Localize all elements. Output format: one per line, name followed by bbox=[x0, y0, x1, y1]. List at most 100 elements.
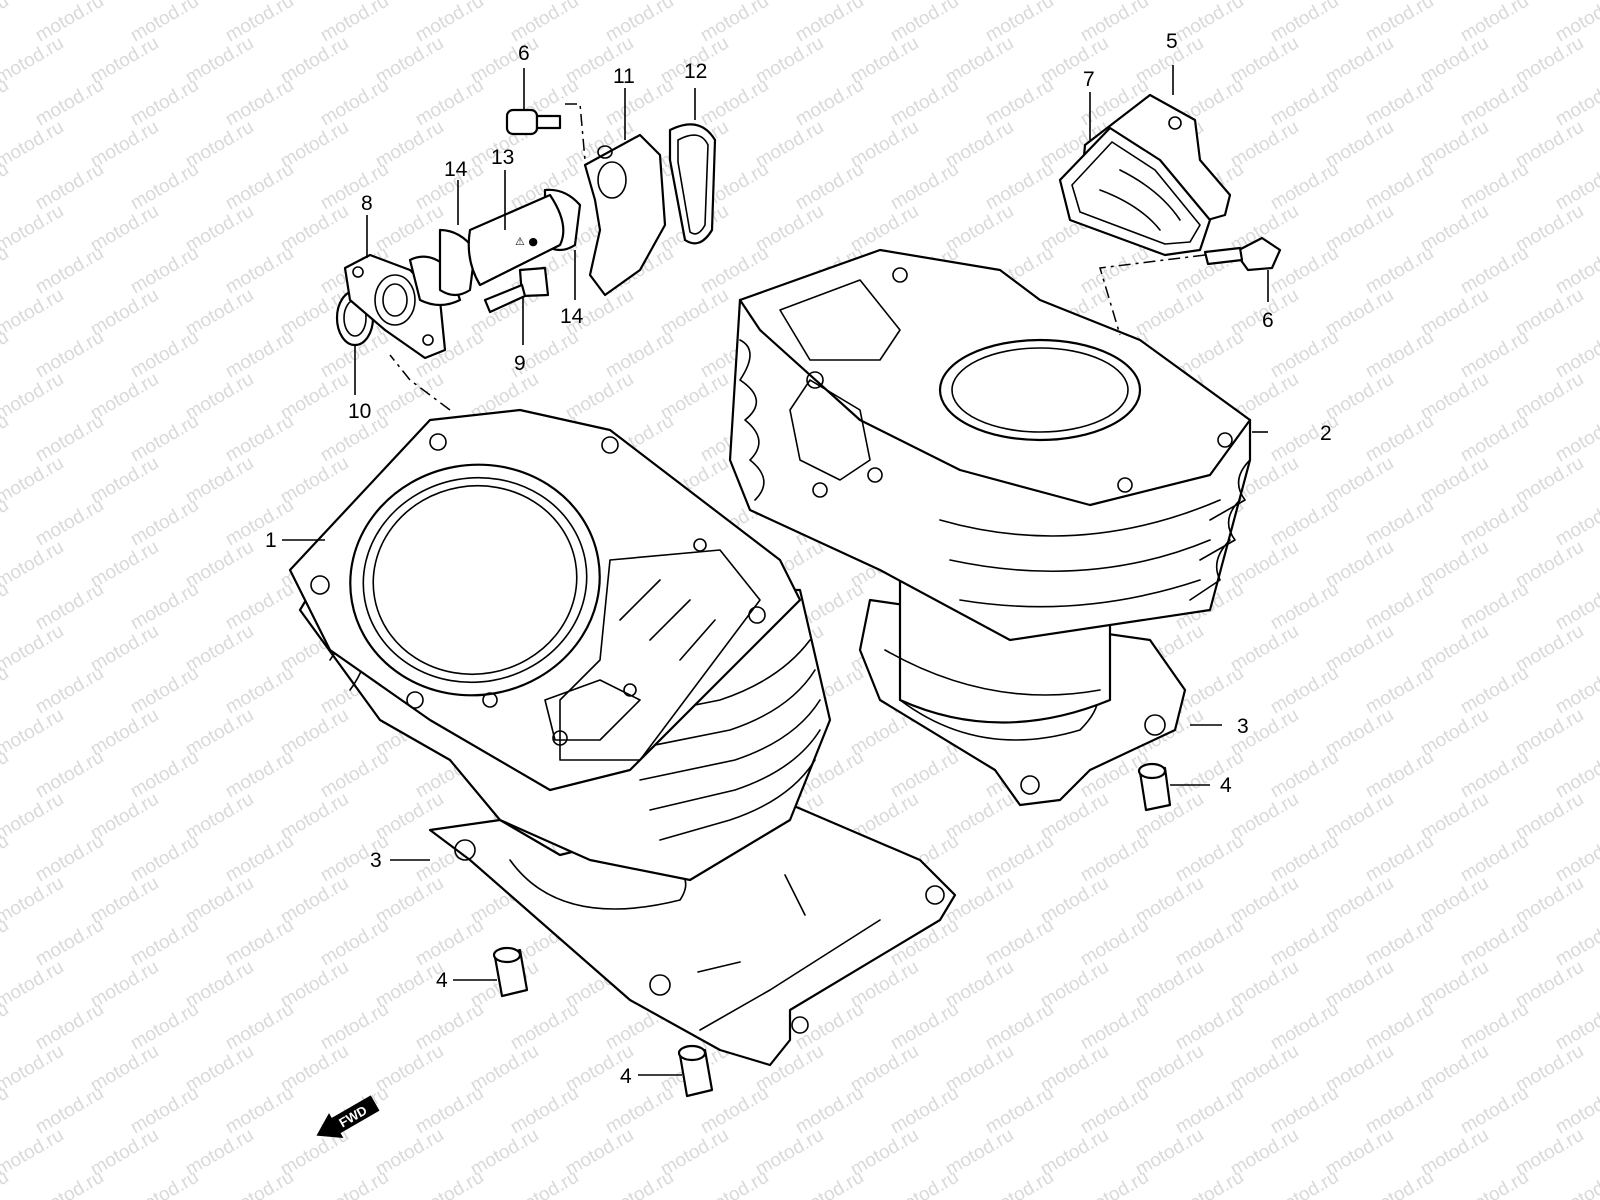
watermark-text: motod.ru bbox=[32, 747, 107, 803]
rear-cylinder bbox=[728, 248, 1252, 807]
callout-2: 2 bbox=[1320, 422, 1332, 445]
watermark-text: motod.ru bbox=[1457, 999, 1532, 1055]
watermark-text: motod.ru bbox=[1077, 999, 1152, 1055]
watermark-text: motod.ru bbox=[32, 579, 107, 635]
watermark-text: motod.ru bbox=[412, 1167, 487, 1200]
watermark-text: motod.ru bbox=[222, 663, 297, 719]
watermark-text: motod.ru bbox=[1172, 999, 1247, 1055]
watermark-text: motod.ru bbox=[127, 663, 202, 719]
watermark-text: motod.ru bbox=[887, 1083, 962, 1139]
watermark-text: motod.ru bbox=[0, 453, 67, 509]
watermark-text: motod.ru bbox=[1362, 75, 1437, 131]
watermark-text: motod.ru bbox=[792, 75, 867, 131]
watermark-text: motod.ru bbox=[222, 1083, 297, 1139]
watermark-text: motod.ru bbox=[887, 159, 962, 215]
watermark-text: motod.ru bbox=[1362, 1167, 1437, 1200]
watermark-text: motod.ru bbox=[1457, 747, 1532, 803]
watermark-text: motod.ru bbox=[127, 495, 202, 551]
watermark-text: motod.ru bbox=[1457, 579, 1532, 635]
watermark-text: motod.ru bbox=[1172, 1083, 1247, 1139]
watermark-text: motod.ru bbox=[1267, 579, 1342, 635]
watermark-text: motod.ru bbox=[1267, 495, 1342, 551]
watermark-text: motod.ru bbox=[222, 579, 297, 635]
watermark-text: motod.ru bbox=[0, 873, 67, 929]
watermark-text: motod.ru bbox=[697, 243, 772, 299]
watermark-text: motod.ru bbox=[317, 999, 392, 1055]
watermark-text: motod.ru bbox=[1457, 327, 1532, 383]
watermark-text: motod.ru bbox=[222, 327, 297, 383]
watermark-text: motod.ru bbox=[32, 831, 107, 887]
callout-5: 5 bbox=[1166, 30, 1178, 53]
watermark-text: motod.ru bbox=[792, 1083, 867, 1139]
watermark-text: motod.ru bbox=[32, 75, 107, 131]
watermark-text: motod.ru bbox=[602, 1083, 677, 1139]
watermark-text: motod.ru bbox=[0, 0, 12, 46]
callout-labels: 1 2 3 3 4 4 4 5 6 6 7 8 9 10 11 12 13 14… bbox=[265, 30, 1332, 1088]
front-cylinder bbox=[288, 408, 957, 1067]
callout-14-top: 14 bbox=[444, 158, 468, 181]
watermark-text: motod.ru bbox=[127, 327, 202, 383]
watermark-text: motod.ru bbox=[1267, 1167, 1342, 1200]
watermark-text: motod.ru bbox=[1267, 663, 1342, 719]
watermark-text: motod.ru bbox=[982, 159, 1057, 215]
watermark-text: motod.ru bbox=[32, 915, 107, 971]
callout-4-front: 4 bbox=[436, 969, 448, 992]
watermark-text: motod.ru bbox=[0, 705, 67, 761]
watermark-text: motod.ru bbox=[792, 999, 867, 1055]
watermark-text: motod.ru bbox=[32, 411, 107, 467]
watermark-text: motod.ru bbox=[1362, 1083, 1437, 1139]
watermark-text: motod.ru bbox=[0, 789, 67, 845]
watermark-text: motod.ru bbox=[1457, 75, 1532, 131]
watermark-text: motod.ru bbox=[32, 1083, 107, 1139]
watermark-text: motod.ru bbox=[127, 411, 202, 467]
watermark-text: motod.ru bbox=[1077, 1083, 1152, 1139]
watermark-text: motod.ru bbox=[412, 75, 487, 131]
watermark-text: motod.ru bbox=[222, 747, 297, 803]
watermark-text: motod.ru bbox=[1267, 747, 1342, 803]
watermark-text: motod.ru bbox=[32, 999, 107, 1055]
watermark-text: motod.ru bbox=[127, 831, 202, 887]
watermark-text: motod.ru bbox=[127, 747, 202, 803]
watermark-text: motod.ru bbox=[1362, 831, 1437, 887]
watermark-text: motod.ru bbox=[982, 1167, 1057, 1200]
watermark-text: motod.ru bbox=[0, 33, 67, 89]
watermark-text: motod.ru bbox=[127, 159, 202, 215]
watermark-text: motod.ru bbox=[0, 957, 67, 1013]
watermark-text: motod.ru bbox=[1172, 747, 1247, 803]
watermark-text: motod.ru bbox=[127, 1167, 202, 1200]
watermark-text: motod.ru bbox=[887, 1167, 962, 1200]
watermark-text: motod.ru bbox=[792, 1167, 867, 1200]
watermark-text: motod.ru bbox=[317, 75, 392, 131]
watermark-text: motod.ru bbox=[1457, 1083, 1532, 1139]
watermark-text: motod.ru bbox=[1457, 831, 1532, 887]
callout-1: 1 bbox=[265, 529, 277, 552]
callout-6-left: 6 bbox=[518, 42, 530, 65]
watermark-text: motod.ru bbox=[507, 999, 582, 1055]
callout-8: 8 bbox=[361, 192, 373, 215]
watermark-text: motod.ru bbox=[1362, 915, 1437, 971]
watermark-text: motod.ru bbox=[1362, 999, 1437, 1055]
dowel-pins bbox=[492, 762, 1172, 1098]
watermark-text: motod.ru bbox=[1267, 831, 1342, 887]
watermark-text: motod.ru bbox=[1457, 1167, 1532, 1200]
leader-lines bbox=[282, 65, 1269, 1076]
watermark-text: motod.ru bbox=[982, 915, 1057, 971]
watermark-text: motod.ru bbox=[1457, 915, 1532, 971]
watermark-text: motod.ru bbox=[222, 495, 297, 551]
watermark-text: motod.ru bbox=[1267, 75, 1342, 131]
watermark-text: motod.ru bbox=[127, 1083, 202, 1139]
watermark-text: motod.ru bbox=[317, 747, 392, 803]
watermark-text: motod.ru bbox=[127, 915, 202, 971]
callout-4-rear: 4 bbox=[1220, 774, 1232, 797]
watermark-text: motod.ru bbox=[412, 1083, 487, 1139]
watermark-text: motod.ru bbox=[1362, 243, 1437, 299]
watermark-text: motod.ru bbox=[0, 537, 67, 593]
watermark-text: motod.ru bbox=[1267, 159, 1342, 215]
watermark-text: motod.ru bbox=[32, 1167, 107, 1200]
watermark-text: motod.ru bbox=[1172, 915, 1247, 971]
watermark-text: motod.ru bbox=[32, 159, 107, 215]
watermark-text: motod.ru bbox=[1077, 1167, 1152, 1200]
watermark-text: motod.ru bbox=[0, 621, 67, 677]
watermark-text: motod.ru bbox=[32, 327, 107, 383]
